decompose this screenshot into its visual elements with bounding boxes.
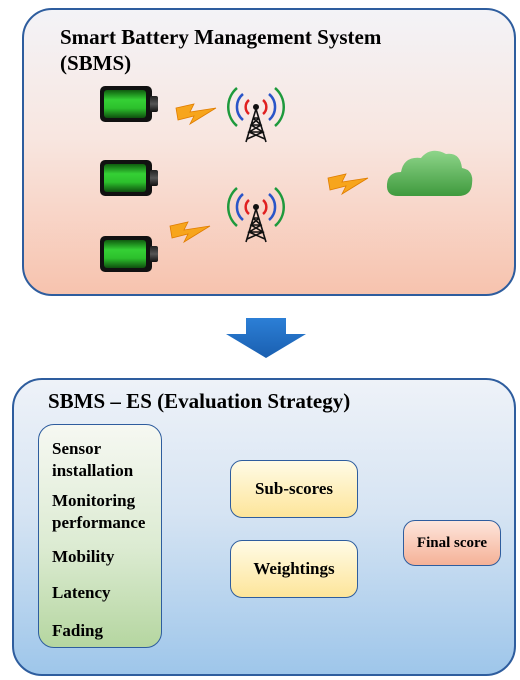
antenna-tower-icon [226, 186, 286, 244]
battery-icon [100, 86, 158, 122]
battery-icon [100, 160, 158, 196]
subscores-box: Sub-scores [230, 460, 358, 518]
cloud-icon [386, 150, 473, 196]
criteria-box [38, 424, 162, 648]
battery-icon [100, 236, 158, 272]
sbms-title: Smart Battery Management System (SBMS) [60, 24, 381, 76]
criterion-sensor-line2: installation [52, 461, 134, 480]
antenna-tower-icon [226, 86, 286, 144]
criterion-sensor-line1: Sensor [52, 439, 102, 458]
weightings-box: Weightings [230, 540, 358, 598]
final-score-box: Final score [403, 520, 501, 566]
criterion-latency: Latency [52, 583, 111, 602]
criterion-mobility: Mobility [52, 547, 115, 566]
criterion-monitoring-line2: performance [52, 513, 146, 532]
criterion-fading: Fading [52, 621, 104, 640]
lightning-icon [175, 103, 217, 125]
lightning-icon [327, 173, 369, 195]
lightning-icon [169, 221, 211, 243]
es-title: SBMS – ES (Evaluation Strategy) [48, 389, 351, 413]
sbms-title-line2: (SBMS) [60, 51, 132, 75]
down-arrow [226, 318, 306, 358]
criterion-monitoring-line1: Monitoring [52, 491, 136, 510]
sbms-title-line1: Smart Battery Management System [60, 25, 382, 49]
